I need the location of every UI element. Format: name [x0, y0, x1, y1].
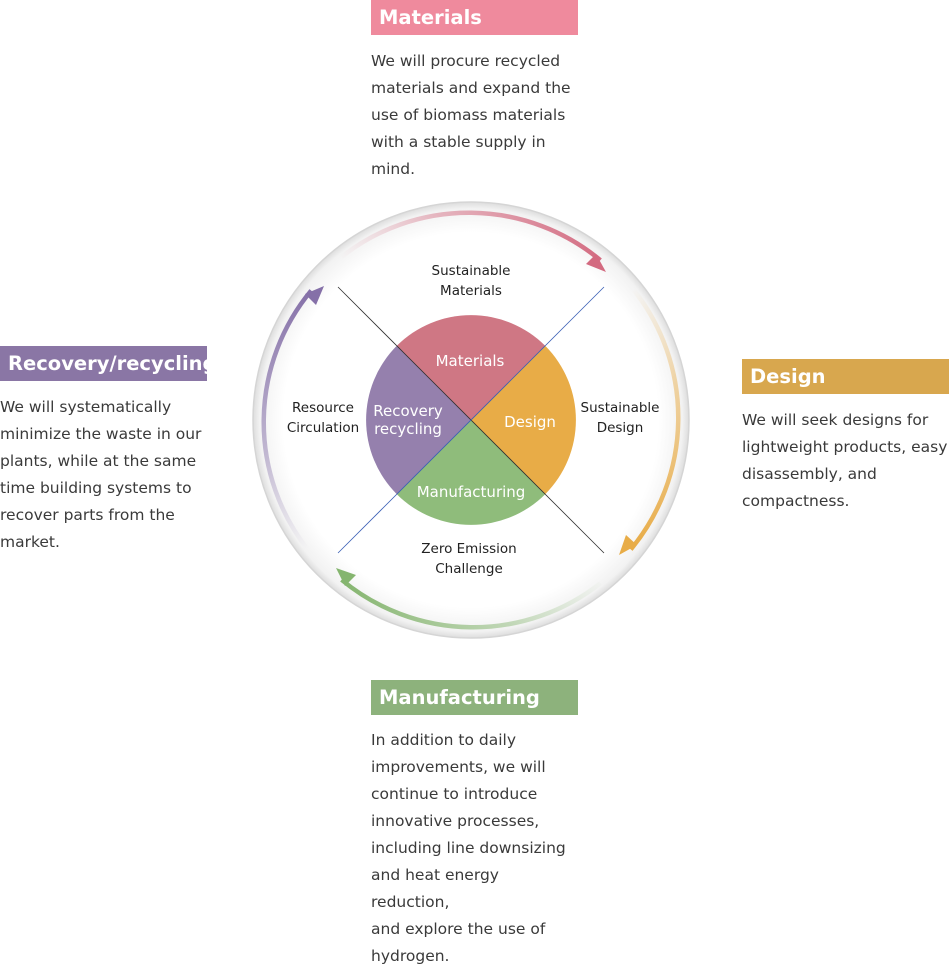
manufacturing-line: In addition to daily	[371, 731, 517, 749]
materials-panel: Materials We will procure recycled mater…	[371, 0, 578, 183]
materials-title: Materials	[371, 0, 578, 35]
manufacturing-line: hydrogen.	[371, 947, 450, 965]
quadrant-manufacturing	[396, 420, 546, 525]
label-sustainable-materials-line2: Materials	[440, 283, 502, 299]
manufacturing-line: including line downsizing	[371, 839, 566, 857]
label-resource-circulation-line2: Circulation	[287, 420, 359, 436]
recovery-line: plants, while at the same	[0, 452, 197, 470]
materials-description: We will procure recycled materials and e…	[371, 48, 578, 183]
design-description: We will seek designs for lightweight pro…	[742, 407, 950, 515]
design-line: lightweight products, easy	[742, 438, 948, 456]
recovery-line: We will systematically	[0, 398, 172, 416]
recovery-panel: Recovery/recycling We will systematicall…	[0, 346, 216, 556]
label-zero-emission-line1: Zero Emission	[421, 541, 516, 557]
materials-line: with a stable supply in	[371, 133, 546, 151]
inner-label-recovery-line1: Recovery	[373, 402, 443, 420]
recovery-description: We will systematically minimize the wast…	[0, 394, 207, 556]
inner-label-materials: Materials	[436, 352, 505, 370]
inner-label-design: Design	[504, 413, 556, 431]
recovery-line: minimize the waste in our	[0, 425, 202, 443]
manufacturing-panel: Manufacturing In addition to daily impro…	[371, 680, 578, 970]
quadrant-recovery	[366, 345, 471, 495]
manufacturing-description: In addition to daily improvements, we wi…	[371, 727, 578, 970]
design-line: disassembly, and	[742, 465, 877, 483]
arrow-design-to-manufacturing	[629, 289, 681, 551]
label-zero-emission-line2: Challenge	[435, 561, 503, 577]
manufacturing-line: and explore the use of	[371, 920, 546, 938]
manufacturing-line: improvements, we will	[371, 758, 546, 776]
arrow-head-pink	[586, 254, 606, 272]
arrow-head-orange	[619, 535, 637, 555]
arrow-materials-to-design	[340, 210, 602, 262]
recovery-title: Recovery/recycling	[0, 346, 216, 381]
manufacturing-line: and heat energy reduction,	[371, 866, 499, 911]
label-sustainable-materials-line1: Sustainable	[432, 263, 511, 279]
arrow-head-green	[336, 568, 356, 586]
recovery-line: time building systems to	[0, 479, 192, 497]
arrow-manufacturing-to-recovery	[340, 578, 602, 630]
manufacturing-title: Manufacturing	[371, 680, 578, 715]
materials-line: We will procure recycled	[371, 52, 561, 70]
materials-line: mind.	[371, 160, 415, 178]
recovery-line: recover parts from the	[0, 506, 175, 524]
inner-divider-blue	[396, 345, 546, 495]
design-line: compactness.	[742, 492, 850, 510]
design-panel: Design We will seek designs for lightwei…	[742, 359, 950, 515]
inner-label-manufacturing: Manufacturing	[417, 483, 526, 501]
quadrant-materials	[396, 315, 546, 420]
quadrant-design	[471, 345, 576, 495]
manufacturing-line: continue to introduce	[371, 785, 538, 803]
label-sustainable-design-line1: Sustainable	[581, 400, 660, 416]
design-line: We will seek designs for	[742, 411, 929, 429]
circulation-diagram: Sustainable Materials Sustainable Design…	[252, 201, 690, 639]
arrow-recovery-to-materials	[261, 289, 313, 551]
inner-label-recovery-line2: recycling	[374, 420, 442, 438]
manufacturing-line: innovative processes,	[371, 812, 540, 830]
materials-line: use of biomass materials	[371, 106, 566, 124]
design-title: Design	[742, 359, 949, 394]
label-resource-circulation-line1: Resource	[292, 400, 354, 416]
materials-line: materials and expand the	[371, 79, 571, 97]
arrow-head-purple	[305, 286, 324, 305]
recovery-line: market.	[0, 533, 60, 551]
label-sustainable-design-line2: Design	[597, 420, 644, 436]
